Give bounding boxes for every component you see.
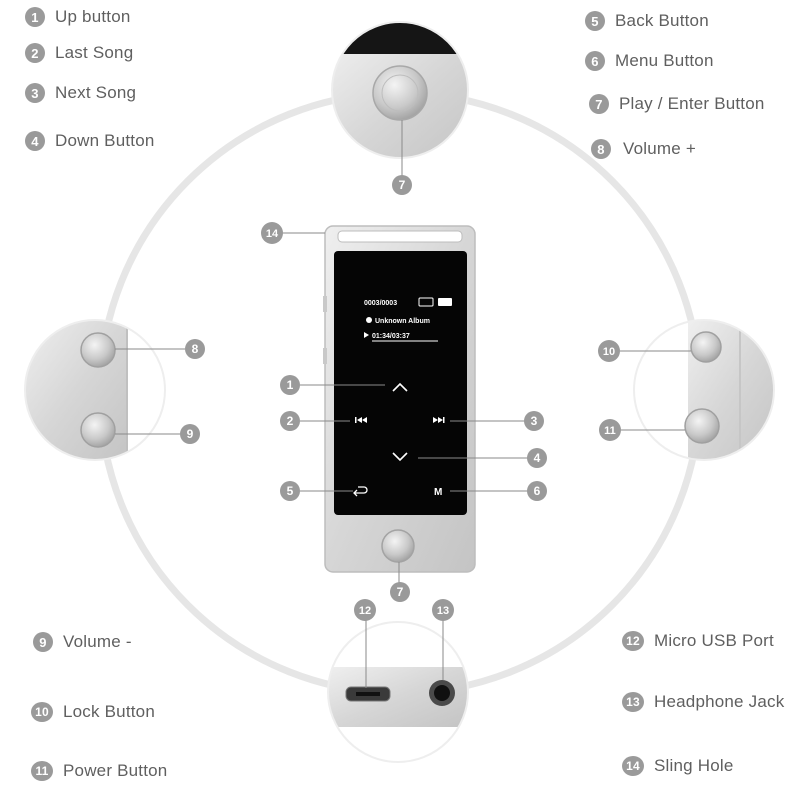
callout-badge-13: 13 <box>432 599 454 621</box>
callout-badge-12: 12 <box>354 599 376 621</box>
legend-item-9: 9 Volume - <box>33 632 132 652</box>
callout-badge-4: 4 <box>527 448 547 468</box>
callout-badge-1: 1 <box>280 375 300 395</box>
legend-number: 2 <box>25 43 45 63</box>
callout-badge-5: 5 <box>280 481 300 501</box>
legend-number: 12 <box>622 631 644 651</box>
outer-ring <box>96 89 704 697</box>
legend-number: 7 <box>589 94 609 114</box>
legend-number: 14 <box>622 756 644 776</box>
legend-item-13: 13 Headphone Jack <box>622 692 784 712</box>
callout-badge-9: 9 <box>180 424 200 444</box>
legend-label: Menu Button <box>615 51 714 70</box>
svg-text:7: 7 <box>399 178 406 192</box>
legend-label: Volume - <box>63 632 132 651</box>
callout-badge-14: 14 <box>261 222 283 244</box>
svg-text:9: 9 <box>187 427 194 441</box>
legend-item-8: 8 Volume + <box>591 139 696 159</box>
callout-badge-3: 3 <box>524 411 544 431</box>
play-enter-button <box>381 529 415 563</box>
legend-number: 13 <box>622 692 644 712</box>
callout-badges: 1 2 3 4 5 6 7 7 8 9 10 11 12 13 14 <box>180 175 621 621</box>
svg-text:12: 12 <box>359 605 371 617</box>
legend-number: 6 <box>585 51 605 71</box>
svg-text:10: 10 <box>603 346 615 358</box>
legend-label: Power Button <box>63 761 168 780</box>
legend-label: Headphone Jack <box>654 692 785 711</box>
svg-text:7: 7 <box>397 585 404 599</box>
callout-badge-6: 6 <box>527 481 547 501</box>
callout-badge-10: 10 <box>598 340 620 362</box>
legend-item-3: 3 Next Song <box>25 83 136 103</box>
previous-key-icon <box>355 417 367 423</box>
zoom-bottom-ports <box>328 622 468 762</box>
legend-label: Last Song <box>55 43 134 62</box>
track-counter: 0003/0003 <box>364 300 397 307</box>
svg-text:13: 13 <box>437 605 449 617</box>
legend-item-12: 12 Micro USB Port <box>622 631 774 651</box>
callout-badge-7-zoom: 7 <box>392 175 412 195</box>
legend-item-1: 1 Up button <box>25 7 131 27</box>
back-key-icon <box>353 486 368 497</box>
up-key-icon <box>392 382 408 392</box>
legend-item-14: 14 Sling Hole <box>622 756 734 776</box>
callout-lines <box>115 120 691 688</box>
menu-key-label: M <box>434 487 442 498</box>
mp3-player-device: 0003/0003 Unknown Album 01:34/03:37 M <box>323 225 476 573</box>
legend-label: Up button <box>55 7 131 26</box>
touch-screen <box>334 251 467 515</box>
svg-text:4: 4 <box>534 451 541 465</box>
next-key-icon <box>433 417 445 423</box>
legend-label: Back Button <box>615 11 709 30</box>
svg-text:11: 11 <box>604 425 616 437</box>
svg-text:14: 14 <box>266 228 279 240</box>
legend-number: 9 <box>33 632 53 652</box>
legend-number: 8 <box>591 139 611 159</box>
legend-item-6: 6 Menu Button <box>585 51 714 71</box>
legend-label: Volume + <box>623 139 696 158</box>
svg-text:2: 2 <box>287 414 294 428</box>
zoom-top-play-button <box>332 22 468 158</box>
svg-text:5: 5 <box>287 484 294 498</box>
legend-item-4: 4 Down Button <box>25 131 155 151</box>
zoom-right-power-buttons <box>634 320 774 460</box>
legend-number: 3 <box>25 83 45 103</box>
legend-number: 5 <box>585 11 605 31</box>
legend-label: Sling Hole <box>654 756 734 775</box>
legend-label: Next Song <box>55 83 137 102</box>
legend-item-7: 7 Play / Enter Button <box>589 94 765 114</box>
legend-label: Down Button <box>55 131 155 150</box>
legend-label: Lock Button <box>63 702 155 721</box>
legend-item-10: 10 Lock Button <box>31 702 155 722</box>
zoom-left-volume-buttons <box>25 320 165 460</box>
legend-label: Micro USB Port <box>654 631 774 650</box>
callout-badge-11: 11 <box>599 419 621 441</box>
down-key-icon <box>392 452 408 462</box>
svg-text:8: 8 <box>192 342 199 356</box>
legend-number: 1 <box>25 7 45 27</box>
legend-item-11: 11 Power Button <box>31 761 167 781</box>
legend-number: 4 <box>25 131 45 151</box>
legend-label: Play / Enter Button <box>619 94 765 113</box>
album-name: Unknown Album <box>375 318 430 325</box>
time-readout: 01:34/03:37 <box>372 333 410 340</box>
legend-item-5: 5 Back Button <box>585 11 709 31</box>
sling-hole <box>337 230 463 243</box>
svg-text:1: 1 <box>287 378 294 392</box>
callout-badge-7-device: 7 <box>390 582 410 602</box>
svg-text:6: 6 <box>534 484 541 498</box>
callout-badge-2: 2 <box>280 411 300 431</box>
legend-number: 11 <box>31 761 53 781</box>
legend-item-2: 2 Last Song <box>25 43 133 63</box>
legend-number: 10 <box>31 702 53 722</box>
callout-badge-8: 8 <box>185 339 205 359</box>
svg-text:3: 3 <box>531 414 538 428</box>
